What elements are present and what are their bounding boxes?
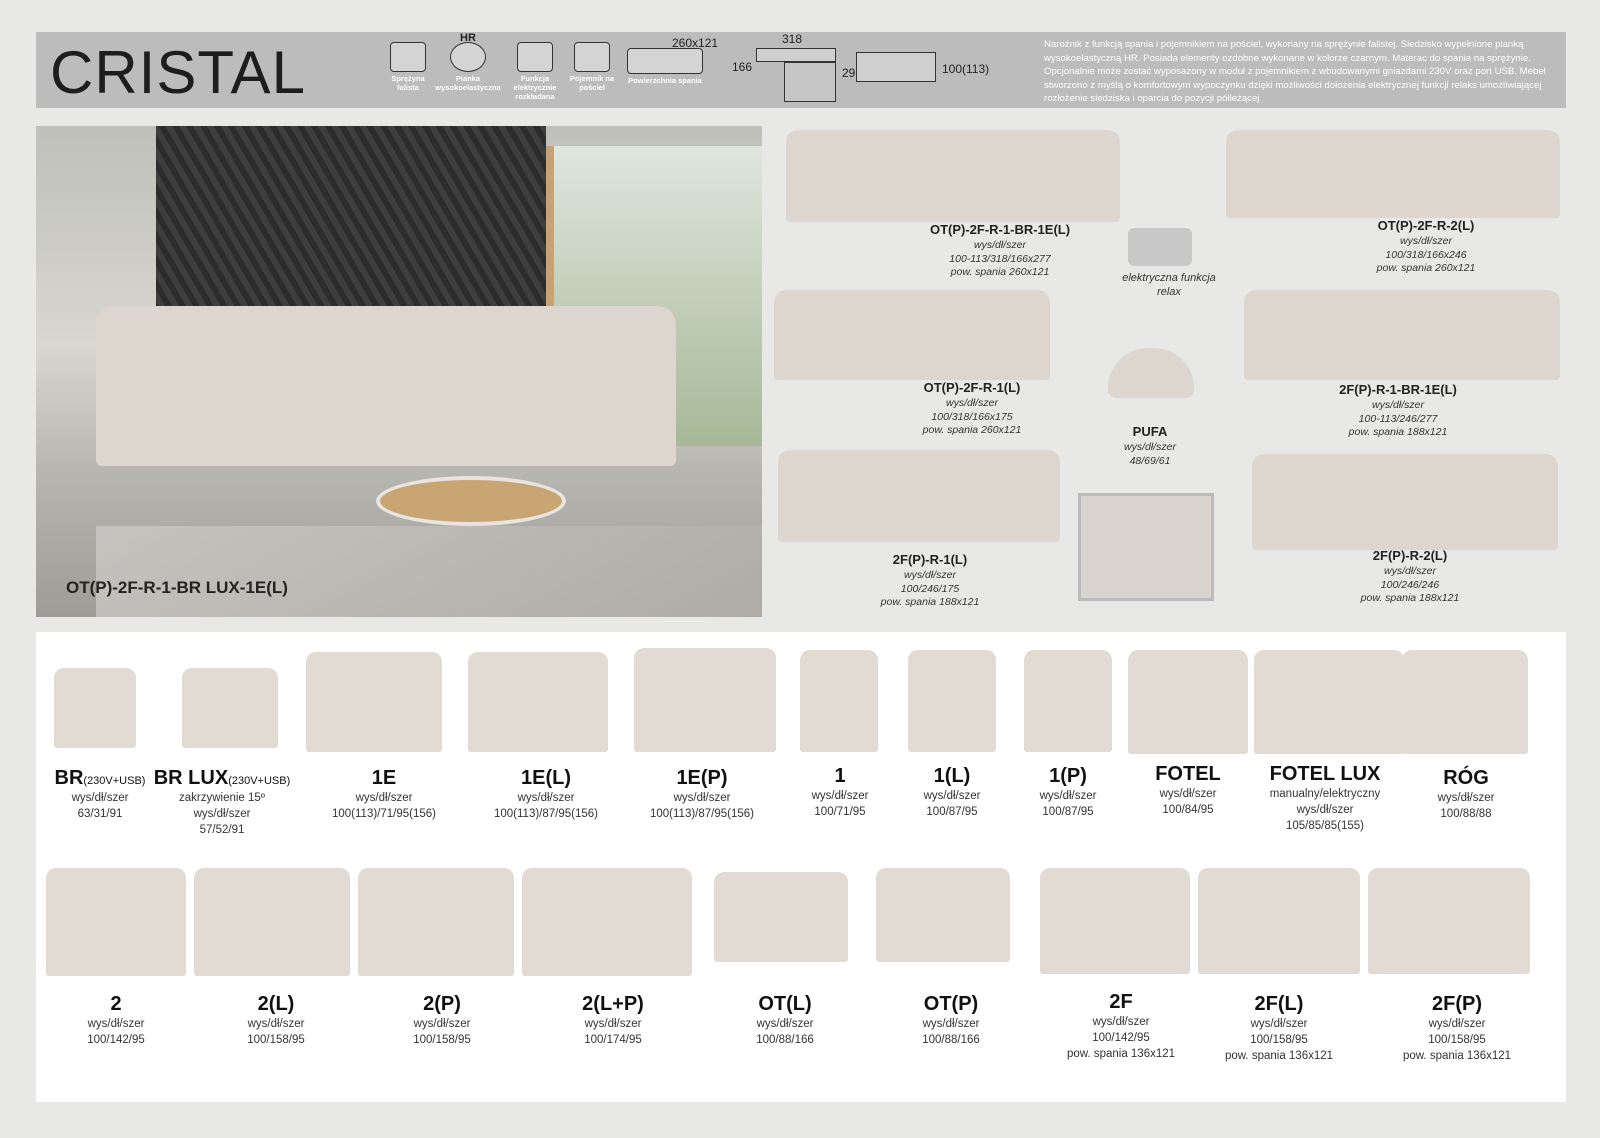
config-image-6	[1252, 454, 1558, 550]
module-rog: RÓG wys/dł/szer 100/88/88	[1437, 767, 1495, 821]
foam-icon	[450, 42, 486, 72]
feature-spring: Sprężyna falista	[386, 42, 430, 92]
product-description: Narożnik z funkcją spania i pojemnikiem …	[1044, 39, 1546, 105]
feature-recline: Funkcja elektrycznie rozkładana	[506, 42, 564, 101]
module-fotel: FOTEL wys/dł/szer 100/84/95	[1155, 763, 1221, 817]
config-image-3	[774, 290, 1050, 380]
feature-foam: HR Pianka wysokoelastyczna	[435, 32, 501, 92]
photo-rug	[96, 526, 762, 617]
modules-panel: BR(230V+USB) wys/dł/szer 63/31/91 BR LUX…	[36, 632, 1566, 1102]
storage-icon	[574, 42, 610, 72]
config-3: OT(P)-2F-R-1(L) wys/dł/szer 100/318/166x…	[922, 380, 1022, 437]
depth-166: 166	[732, 60, 753, 74]
module-image-fotel-lux	[1254, 650, 1404, 754]
module-image-rog	[1402, 650, 1528, 754]
photo-coffee-table	[376, 476, 566, 526]
module-image-2f-p	[1368, 868, 1530, 974]
module-image-br-lux	[182, 668, 278, 748]
main-photo: OT(P)-2F-R-1-BR LUX-1E(L)	[36, 126, 762, 617]
config-2: OT(P)-2F-R-2(L) wys/dł/szer 100/318/166x…	[1376, 218, 1476, 275]
module-image-2-p	[358, 868, 514, 976]
module-image-2f-l	[1198, 868, 1360, 974]
module-2: 2 wys/dł/szer 100/142/95	[87, 993, 145, 1047]
module-image-1e	[306, 652, 442, 752]
feature-sleep-area: Powierzchnia spania	[622, 42, 708, 85]
config-image-2	[1226, 130, 1560, 218]
feature-storage: Pojemnik na pościel	[566, 42, 618, 92]
config-image-5	[778, 450, 1060, 542]
module-image-2-l	[194, 868, 350, 976]
module-image-ot-p	[876, 868, 1010, 962]
module-br: BR(230V+USB) wys/dł/szer 63/31/91	[54, 767, 146, 821]
module-image-br	[54, 668, 136, 748]
width-318: 318	[782, 32, 803, 46]
sleep-dimension: 260x121	[672, 36, 719, 50]
height-dimension: 100(113)	[942, 62, 990, 76]
brand-title: CRISTAL	[50, 39, 306, 106]
config-image-1	[786, 130, 1120, 222]
module-image-2f	[1040, 868, 1190, 974]
module-1e-p: 1E(P) wys/dł/szer 100(113)/87/95(156)	[650, 767, 754, 821]
module-br-lux: BR LUX(230V+USB) zakrzywienie 15º wys/dł…	[153, 767, 291, 837]
config-1: OT(P)-2F-R-1-BR-1E(L) wys/dł/szer 100-11…	[929, 222, 1071, 279]
module-image-1-l	[908, 650, 996, 752]
pufa-image	[1108, 348, 1194, 398]
module-1-p: 1(P) wys/dł/szer 100/87/95	[1039, 765, 1097, 819]
module-2f: 2F wys/dł/szer 100/142/95 pow. spania 13…	[1066, 991, 1176, 1061]
module-1e-l: 1E(L) wys/dł/szer 100(113)/87/95(156)	[494, 767, 598, 821]
module-image-ot-l	[714, 872, 848, 962]
config-image-4	[1244, 290, 1560, 380]
module-image-1-p	[1024, 650, 1112, 752]
recline-icon	[517, 42, 553, 72]
module-image-2-lp	[522, 868, 692, 976]
config-6: 2F(P)-R-2(L) wys/dł/szer 100/246/246 pow…	[1360, 548, 1460, 605]
module-ot-l: OT(L) wys/dł/szer 100/88/166	[756, 993, 814, 1047]
module-2-lp: 2(L+P) wys/dł/szer 100/174/95	[582, 993, 644, 1047]
corner-diagram-leg	[784, 62, 836, 102]
photo-sofa	[96, 306, 676, 466]
spring-icon	[390, 42, 426, 72]
config-4: 2F(P)-R-1-BR-1E(L) wys/dł/szer 100-113/2…	[1339, 382, 1457, 439]
header-bar: CRISTAL Sprężyna falista HR Pianka wysok…	[36, 32, 1566, 108]
module-image-1	[800, 650, 878, 752]
module-1: 1 wys/dł/szer 100/71/95	[811, 765, 869, 819]
corner-diagram	[756, 48, 836, 62]
module-image-fotel	[1128, 650, 1248, 754]
module-1e: 1E wys/dł/szer 100(113)/71/95(156)	[332, 767, 436, 821]
module-2-p: 2(P) wys/dł/szer 100/158/95	[413, 993, 471, 1047]
module-2f-l: 2F(L) wys/dł/szer 100/158/95 pow. spania…	[1224, 993, 1334, 1063]
module-2-l: 2(L) wys/dł/szer 100/158/95	[247, 993, 305, 1047]
module-fotel-lux: FOTEL LUX manualny/elektryczny wys/dł/sz…	[1269, 763, 1381, 833]
module-image-2	[46, 868, 186, 976]
detail-photo-cupholder	[1078, 493, 1214, 601]
front-diagram	[856, 52, 936, 82]
module-image-1e-l	[468, 652, 608, 752]
relax-label: elektryczna funkcja relax	[1122, 272, 1216, 298]
module-ot-p: OT(P) wys/dł/szer 100/88/166	[922, 993, 980, 1047]
module-1-l: 1(L) wys/dł/szer 100/87/95	[923, 765, 981, 819]
relax-button-image	[1128, 228, 1192, 266]
module-2f-p: 2F(P) wys/dł/szer 100/158/95 pow. spania…	[1402, 993, 1512, 1063]
config-5: 2F(P)-R-1(L) wys/dł/szer 100/246/175 pow…	[880, 552, 980, 609]
pufa: PUFA wys/dł/szer 48/69/61	[1124, 424, 1176, 467]
sleep-area-icon	[627, 48, 703, 74]
module-image-1e-p	[634, 648, 776, 752]
photo-label: OT(P)-2F-R-1-BR LUX-1E(L)	[66, 578, 288, 597]
